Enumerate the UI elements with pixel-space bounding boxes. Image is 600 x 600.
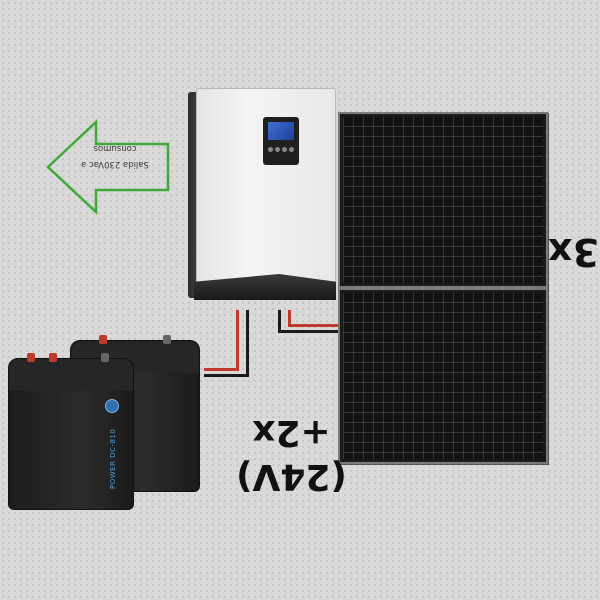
solar-panel-top — [338, 112, 548, 288]
solar-cells — [343, 293, 543, 459]
inverter-body — [196, 88, 336, 290]
batteries-voltage-label: (24V) — [236, 456, 347, 497]
panels-count-label: 3x — [548, 230, 599, 274]
output-label-line1: Salida 230Vac a — [81, 159, 149, 169]
cable-negative-battery — [204, 374, 249, 377]
brand-logo-icon — [105, 399, 119, 413]
inverter-control-panel — [263, 117, 299, 165]
battery-terminal-positive — [49, 353, 57, 362]
inverter-button — [289, 147, 294, 152]
output-label-line2: consumos — [93, 143, 137, 153]
battery-terminal-negative — [163, 335, 171, 344]
battery-brand: POWER DC-810 — [109, 428, 117, 489]
battery-terminal-positive — [27, 353, 35, 362]
batteries-label: (24V) +2x — [236, 410, 347, 498]
inverter-screen — [268, 122, 294, 140]
cable-negative-panel — [278, 330, 338, 333]
cable-positive-panel — [288, 310, 291, 326]
battery-terminal-positive — [99, 335, 107, 344]
arrow-left-icon — [46, 119, 170, 215]
cable-negative-battery — [246, 310, 249, 376]
battery-terminal-negative — [101, 353, 109, 362]
inverter — [188, 84, 336, 310]
inverter-button — [282, 147, 287, 152]
battery-front: POWER DC-810 — [8, 353, 134, 510]
cable-negative-panel — [278, 310, 281, 332]
battery-lid — [9, 359, 133, 391]
inverter-button — [275, 147, 280, 152]
cable-positive-panel — [288, 324, 338, 327]
output-label: Salida 230Vac a consumos — [60, 140, 170, 172]
batteries-count-label: +2x — [252, 412, 331, 453]
cable-positive-battery — [204, 368, 239, 371]
inverter-button — [268, 147, 273, 152]
solar-cells — [343, 117, 543, 283]
cable-positive-battery — [236, 310, 239, 370]
solar-panel-bottom — [338, 288, 548, 464]
